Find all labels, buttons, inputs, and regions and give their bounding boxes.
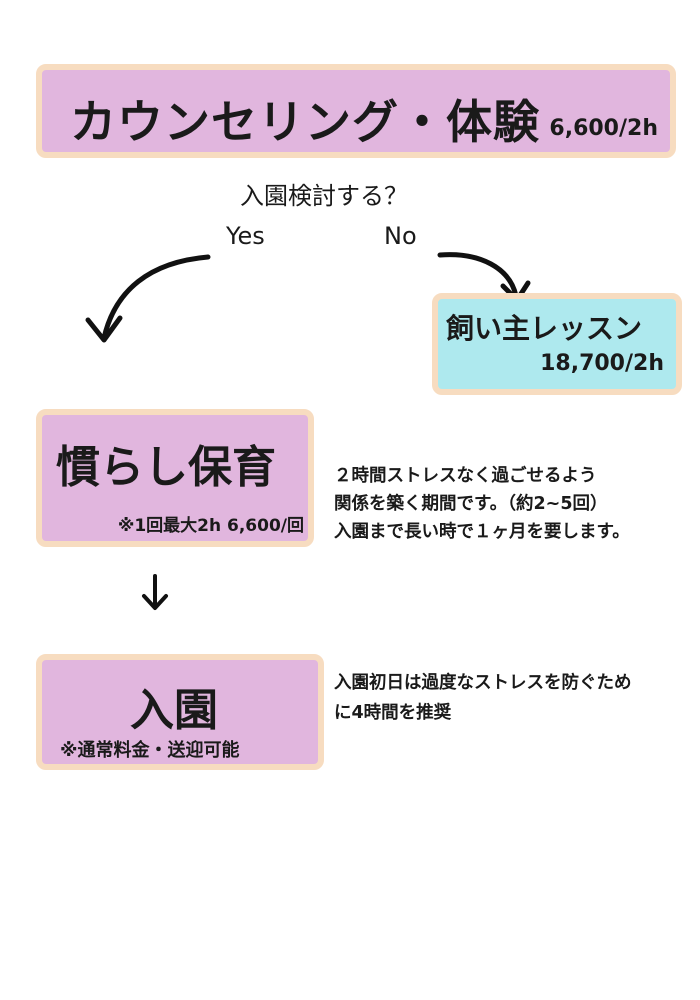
- yes-arrowhead: [85, 315, 123, 343]
- enrollment-desc-line: に4時間を推奨: [334, 703, 452, 723]
- acclimation-description: ２時間ストレスなく過ごせるよう 関係を築く期間です。（約2~5回） 入園まで長い…: [334, 462, 630, 546]
- acclimation-box: 慣らし保育 ※1回最大2h 6,600/回: [36, 409, 314, 547]
- acclimation-desc-line: 入園まで長い時で１ヶ月を要します。: [334, 522, 630, 542]
- counseling-box: カウンセリング・体験 6,600/2h: [36, 64, 676, 158]
- no-arrow: [437, 252, 519, 299]
- yes-label: Yes: [226, 222, 265, 250]
- enrollment-description: 入園初日は過度なストレスを防ぐため に4時間を推奨: [334, 668, 632, 728]
- yes-arrow: [101, 254, 211, 341]
- no-label: No: [384, 222, 417, 250]
- acclimation-desc-line: 関係を築く期間です。（約2~5回）: [334, 494, 608, 514]
- owner-lesson-title: 飼い主レッスン: [446, 312, 643, 345]
- enrollment-desc-line: 入園初日は過度なストレスを防ぐため: [334, 673, 632, 693]
- down-arrowhead: [142, 594, 168, 610]
- counseling-title: カウンセリング・体験: [70, 95, 540, 149]
- question-text: 入園検討する？: [240, 182, 408, 210]
- enrollment-title: 入園: [130, 685, 218, 736]
- acclimation-note: ※1回最大2h 6,600/回: [117, 516, 304, 536]
- counseling-price: 6,600/2h: [549, 116, 658, 141]
- owner-lesson-price: 18,700/2h: [540, 351, 664, 376]
- enrollment-box: 入園 ※通常料金・送迎可能: [36, 654, 324, 770]
- owner-lesson-box: 飼い主レッスン 18,700/2h: [432, 293, 682, 395]
- acclimation-desc-line: ２時間ストレスなく過ごせるよう: [334, 466, 597, 486]
- enrollment-note: ※通常料金・送迎可能: [60, 740, 240, 761]
- acclimation-title: 慣らし保育: [56, 442, 276, 493]
